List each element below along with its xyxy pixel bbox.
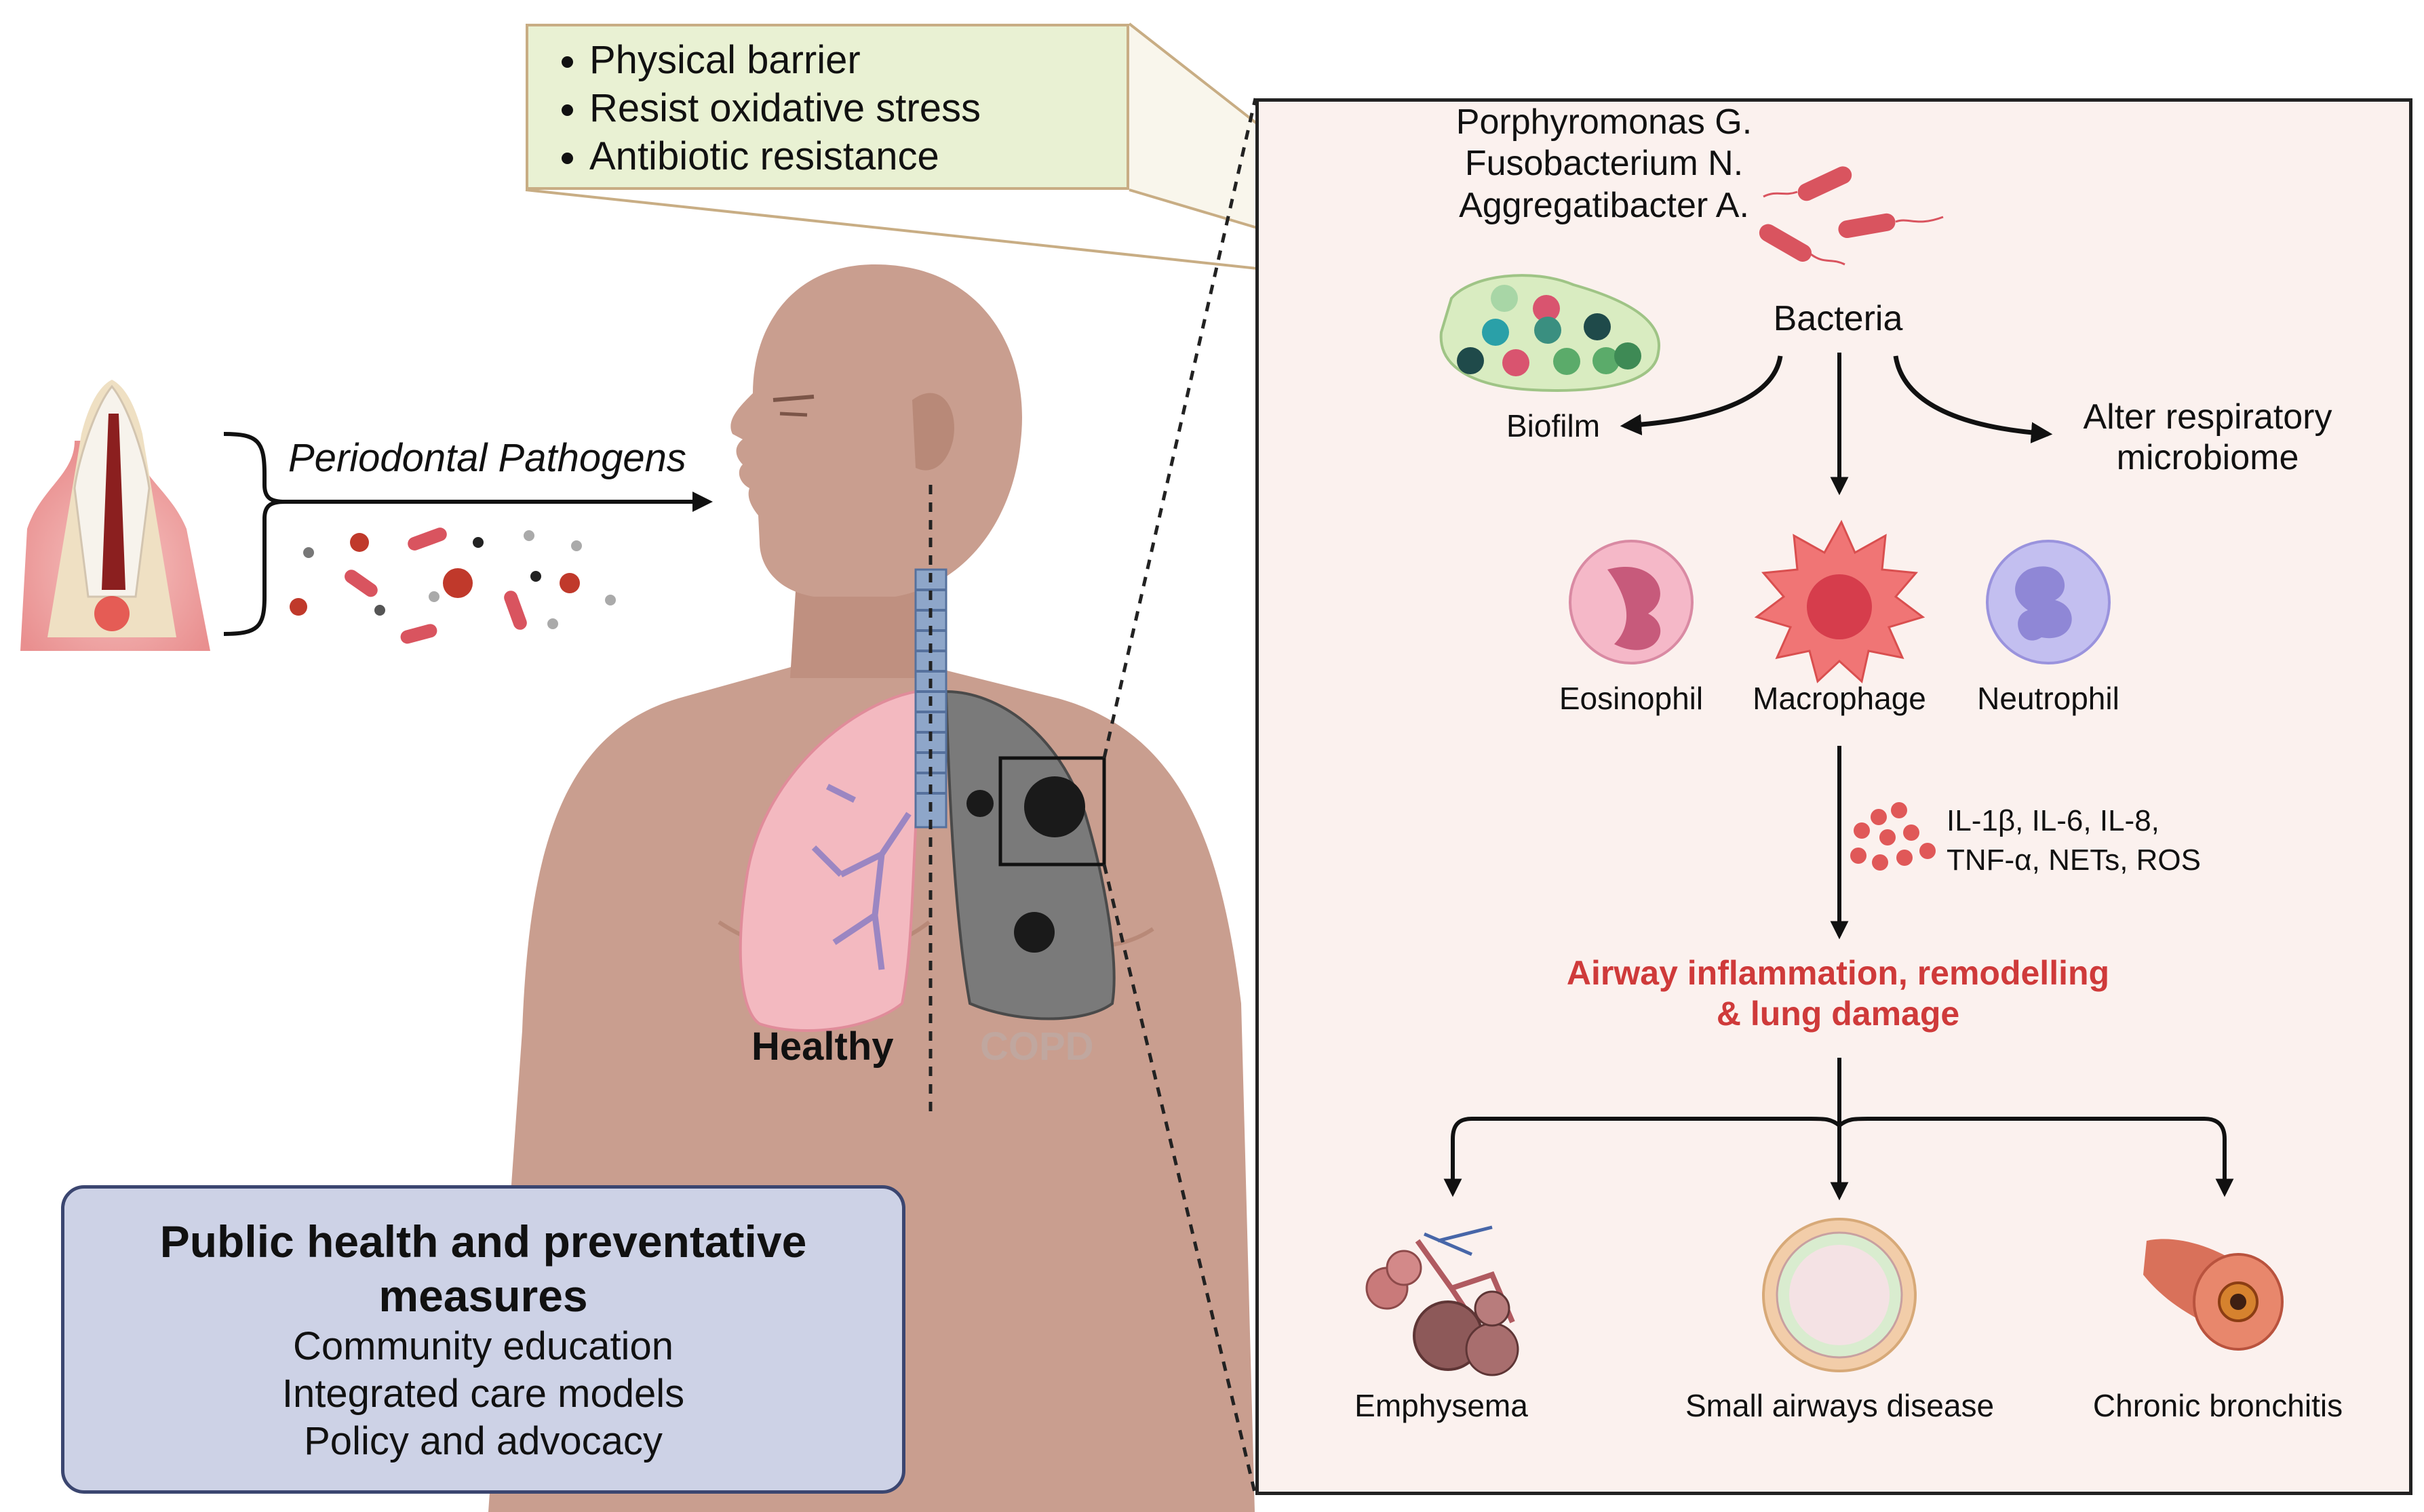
cytokine-dots [1850, 802, 1936, 871]
microbiome-label: Alter respiratory microbiome [2083, 397, 2332, 477]
bacteria-species-list: Porphyromonas G. Fusobacterium N. Aggreg… [1414, 102, 1794, 226]
eosinophil-cell [1569, 540, 1694, 664]
callout-item: Antibiotic resistance [589, 132, 1127, 180]
zoom-line-top [1102, 98, 1257, 759]
zoom-line-bottom [1102, 864, 1257, 1496]
emphysema-illustration [1365, 1225, 1519, 1376]
tooth-illustration [20, 380, 210, 651]
biofilm-properties-box: Physical barrier Resist oxidative stress… [526, 24, 1129, 190]
healthy-lung [739, 690, 924, 1032]
bacteria-label: Bacteria [1773, 299, 1903, 338]
airway-damage-outcome: Airway inflammation, remodelling & lung … [1566, 954, 2110, 1033]
pathogen-particles [290, 528, 616, 644]
emphysema-label: Emphysema [1354, 1388, 1528, 1423]
public-health-item: Integrated care models [281, 1372, 685, 1416]
species-name: Porphyromonas G. [1455, 102, 1753, 142]
callout-item: Physical barrier [589, 36, 1127, 84]
bacteria-rods [1759, 166, 1944, 266]
public-health-item: Policy and advocacy [304, 1419, 663, 1463]
public-health-item: Community education [293, 1324, 673, 1368]
copd-lung [944, 690, 1116, 1020]
mediator-line: TNF-α, NETs, ROS [1947, 843, 2201, 877]
public-health-title: Public health and preventative measures [159, 1216, 807, 1321]
macrophage-label: Macrophage [1753, 681, 1926, 716]
species-name: Fusobacterium N. [1464, 144, 1744, 184]
arrow-to-biofilm [1620, 355, 1783, 436]
chronic-bronchitis-label: Chronic bronchitis [2092, 1388, 2343, 1423]
biofilm-label: Biofilm [1506, 408, 1601, 443]
eosinophil-label: Eosinophil [1559, 681, 1704, 716]
neutrophil-cell [1986, 540, 2111, 664]
callout-item: Resist oxidative stress [589, 84, 1127, 132]
periodontal-pathogens-label: Periodontal Pathogens [288, 436, 686, 480]
public-health-box: Public health and preventative measures … [61, 1185, 905, 1494]
biofilm-cluster [1439, 274, 1661, 392]
small-airways-illustration [1762, 1218, 1917, 1372]
chronic-bronchitis-illustration [2143, 1239, 2284, 1351]
neutrophil-label: Neutrophil [1977, 681, 2119, 716]
outcome-branch-arrows [1443, 1058, 2234, 1201]
mediator-line: IL-1β, IL-6, IL-8, [1947, 804, 2159, 837]
macrophage-cell [1754, 519, 1925, 683]
species-name: Aggregatibacter A. [1459, 185, 1749, 225]
arrow-to-microbiome [1893, 355, 2053, 443]
mediators-list: IL-1β, IL-6, IL-8, TNF-α, NETs, ROS [1947, 801, 2201, 880]
copd-label: COPD [980, 1024, 1094, 1069]
small-airways-label: Small airways disease [1685, 1388, 1995, 1423]
healthy-label: Healthy [751, 1024, 894, 1069]
